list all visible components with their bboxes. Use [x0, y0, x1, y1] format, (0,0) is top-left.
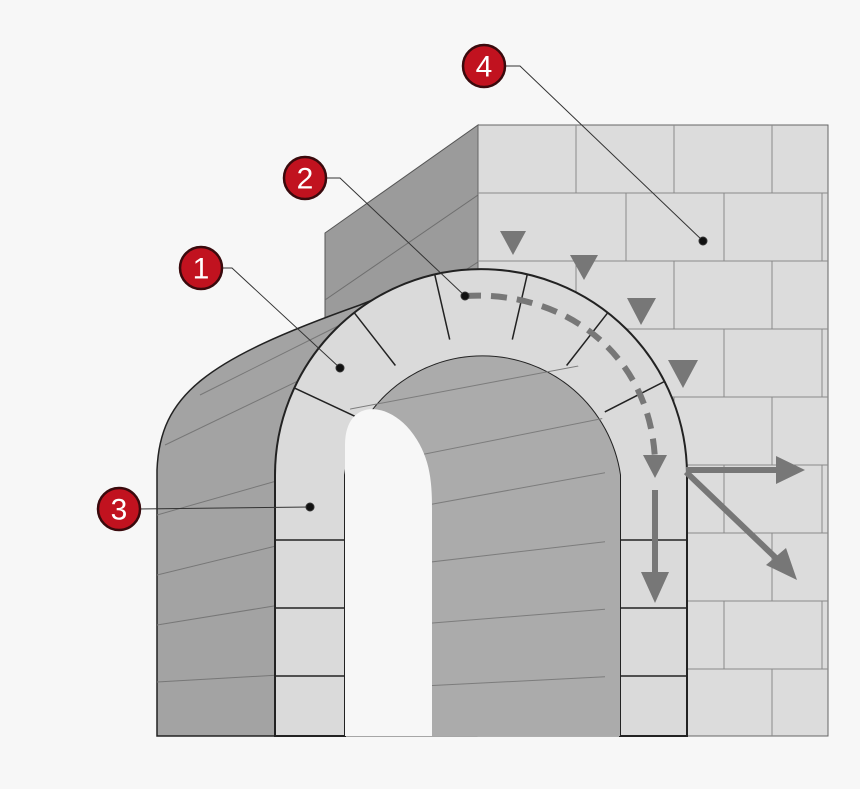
thrust-line — [464, 292, 667, 478]
callout-1: 1 — [178, 245, 224, 291]
voussoir-joint — [293, 387, 356, 417]
voussoir-joint — [604, 380, 665, 413]
callout-3: 3 — [96, 486, 142, 532]
voussoir-joint — [511, 274, 529, 340]
jamb-joints-left — [275, 539, 345, 677]
arch-barrel-side — [156, 283, 413, 737]
downward-triangle-icon — [627, 298, 656, 325]
voussoir-joint — [566, 312, 609, 366]
voussoir-joint — [353, 312, 396, 366]
callout-4: 4 — [461, 43, 507, 89]
right-arrow-icon — [776, 456, 805, 484]
diagonal-arrow-icon — [766, 548, 797, 580]
callout-3-number: 3 — [111, 494, 128, 527]
callout-1-number: 1 — [193, 253, 210, 286]
arch-intrados — [345, 356, 620, 736]
callout-4-number: 4 — [476, 51, 493, 84]
arrowhead-icon — [643, 455, 667, 478]
force-arrows — [641, 456, 805, 603]
downward-triangle-icon — [570, 255, 598, 280]
leader-lines — [137, 65, 708, 512]
downward-triangle-icon — [500, 231, 526, 255]
callout-2-number: 2 — [297, 163, 314, 196]
voussoir-joint — [433, 274, 451, 340]
load-arrows — [500, 231, 698, 388]
downward-triangle-icon — [668, 360, 698, 388]
down-arrow-icon — [641, 572, 669, 603]
callout-2: 2 — [282, 155, 328, 201]
